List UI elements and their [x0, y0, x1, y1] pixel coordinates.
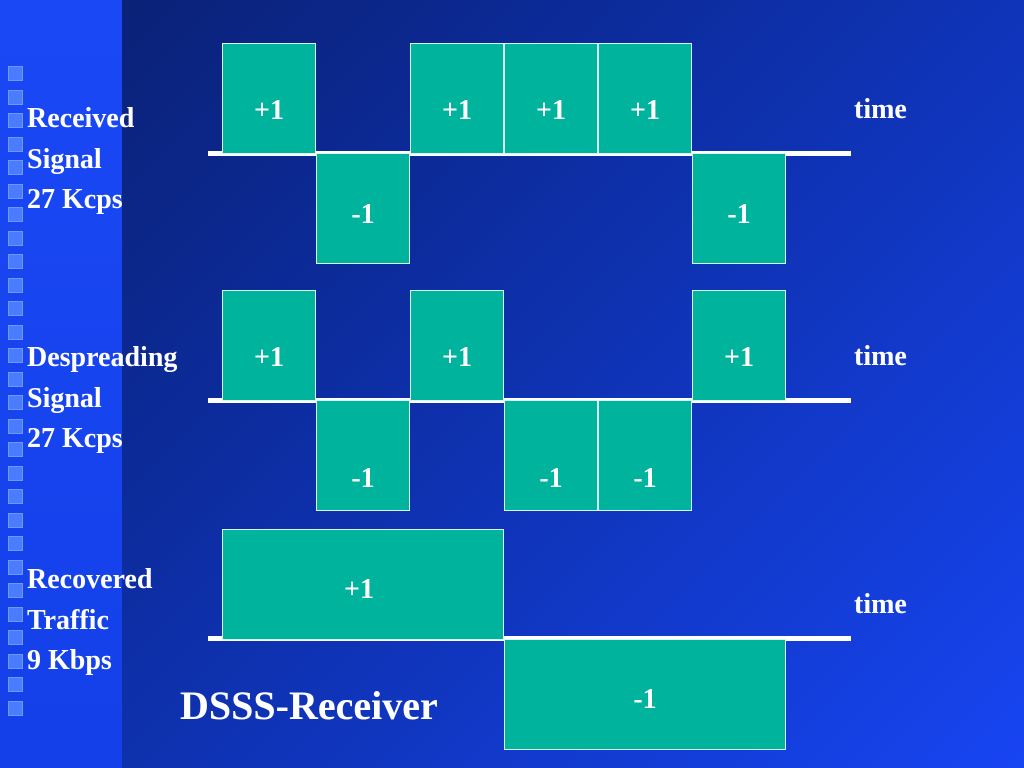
chip-value: -1	[351, 199, 375, 230]
despreading-chip-3: +1	[410, 290, 504, 401]
chip-value: +1	[254, 342, 284, 373]
recovered-bit-2: -1	[504, 639, 786, 750]
time-axis-label: time	[854, 94, 907, 125]
decor-square	[8, 207, 23, 222]
decor-square	[8, 254, 23, 269]
decor-square	[8, 89, 23, 105]
received-signal-label: Received Signal 27 Kcps	[27, 99, 134, 221]
decor-square	[8, 324, 23, 340]
time-axis-label: time	[854, 341, 907, 372]
recovered-traffic-label: Recovered Traffic 9 Kbps	[27, 560, 152, 682]
decor-square	[8, 700, 23, 716]
chip-value: +1	[630, 95, 660, 126]
label-line: Received	[27, 103, 135, 134]
label-line: 27 Kcps	[27, 184, 123, 215]
decor-square	[8, 536, 23, 551]
chip-value: +1	[536, 95, 566, 126]
chip-value: -1	[351, 463, 375, 494]
label-line: 9 Kbps	[27, 645, 112, 676]
label-line: Signal	[27, 382, 102, 414]
despreading-signal-label: Despreading Signal 27 Kcps	[27, 338, 177, 460]
received-chip-3: +1	[410, 43, 504, 154]
label-line: Recovered	[27, 564, 153, 595]
decor-square	[8, 395, 23, 410]
slide-title: DSSS-Receiver	[180, 683, 438, 728]
chip-value: -1	[633, 684, 657, 715]
decor-square	[8, 348, 23, 363]
despreading-chip-6: +1	[692, 290, 786, 401]
decor-square	[8, 113, 23, 128]
despreading-chip-2: -1	[316, 400, 410, 511]
decor-square	[8, 418, 23, 434]
chip-value: -1	[539, 463, 563, 494]
chip-value: +1	[724, 342, 754, 373]
chip-value: +1	[442, 342, 472, 373]
decor-square	[8, 301, 23, 316]
decor-square	[8, 606, 23, 622]
decor-square	[8, 371, 23, 387]
chip-value: -1	[727, 199, 751, 230]
despreading-chip-4: -1	[504, 400, 598, 511]
recovered-traffic-axis	[208, 636, 851, 641]
decor-square	[8, 230, 23, 246]
received-chip-2: -1	[316, 153, 410, 264]
received-chip-5: +1	[598, 43, 692, 154]
decor-square	[8, 489, 23, 504]
decor-square	[8, 677, 23, 692]
decor-square	[8, 583, 23, 598]
decor-square	[8, 653, 23, 669]
chip-value: +1	[344, 574, 374, 605]
decor-square	[8, 512, 23, 528]
received-chip-4: +1	[504, 43, 598, 154]
decor-square	[8, 630, 23, 645]
received-chip-1: +1	[222, 43, 316, 154]
label-line: Signal	[27, 143, 102, 175]
decor-square	[8, 66, 23, 81]
left-decor-band	[0, 0, 122, 768]
decor-square	[8, 160, 23, 175]
label-line: Traffic	[27, 604, 109, 636]
label-line: Despreading	[27, 342, 178, 373]
chip-value: -1	[633, 463, 657, 494]
decor-square-column	[8, 66, 28, 724]
label-line: 27 Kcps	[27, 423, 123, 454]
decor-square	[8, 442, 23, 457]
decor-square	[8, 465, 23, 481]
recovered-bit-1: +1	[222, 529, 504, 640]
received-chip-6: -1	[692, 153, 786, 264]
time-axis-label: time	[854, 589, 907, 620]
chip-value: +1	[442, 95, 472, 126]
chip-value: +1	[254, 95, 284, 126]
decor-square	[8, 136, 23, 152]
decor-square	[8, 277, 23, 293]
despreading-chip-5: -1	[598, 400, 692, 511]
decor-square	[8, 559, 23, 575]
despreading-chip-1: +1	[222, 290, 316, 401]
decor-square	[8, 183, 23, 199]
